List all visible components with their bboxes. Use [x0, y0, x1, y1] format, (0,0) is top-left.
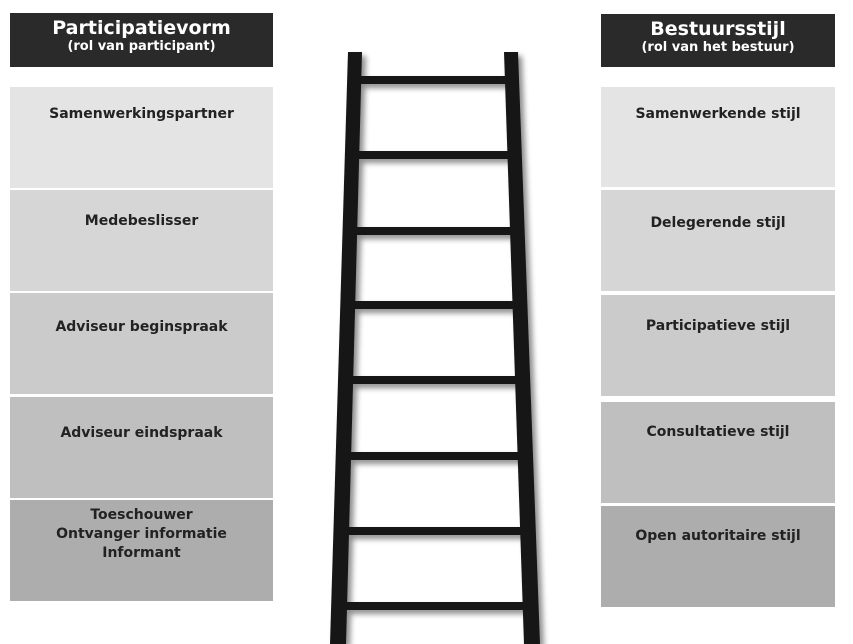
governance-style-box: Samenwerkende stijl — [601, 87, 835, 187]
participation-level-box: Toeschouwer Ontvanger informatie Informa… — [10, 500, 273, 601]
governance-style-box: Open autoritaire stijl — [601, 506, 835, 607]
governance-style-header: Bestuursstijl (rol van het bestuur) — [601, 14, 835, 67]
participation-form-header: Participatievorm (rol van participant) — [10, 13, 273, 67]
box-label: Participatieve stijl — [645, 318, 791, 334]
box-label: Open autoritaire stijl — [635, 528, 801, 544]
box-label: Samenwerkende stijl — [635, 106, 801, 122]
ladder-rung — [348, 452, 520, 460]
ladder-rung — [358, 76, 508, 84]
box-label: Samenwerkingspartner — [49, 106, 234, 122]
participation-level-box: Adviseur beginspraak — [10, 293, 273, 394]
ladder-rung — [356, 151, 512, 159]
ladder-right-rail — [504, 52, 540, 644]
box-label: Adviseur eindspraak — [60, 425, 223, 441]
box-label-line: Informant — [102, 545, 181, 561]
participation-form-subtitle: (rol van participant) — [67, 39, 216, 54]
ladder-rung — [352, 301, 516, 309]
participation-form-title: Participatievorm — [52, 17, 231, 39]
ladder-rung — [350, 376, 518, 384]
box-label: Medebeslisser — [84, 213, 199, 229]
box-label: Delegerende stijl — [650, 215, 786, 231]
governance-style-title: Bestuursstijl — [650, 18, 786, 40]
box-label-line: Ontvanger informatie — [56, 526, 227, 542]
governance-style-box: Consultatieve stijl — [601, 402, 835, 503]
governance-style-box: Participatieve stijl — [601, 295, 835, 396]
ladder-rung — [344, 602, 524, 610]
participation-level-box: Samenwerkingspartner — [10, 87, 273, 188]
ladder-rung — [354, 227, 514, 235]
ladder-rung — [346, 527, 522, 535]
box-label: Adviseur beginspraak — [55, 319, 228, 335]
participation-level-box: Adviseur eindspraak — [10, 397, 273, 498]
ladder-illustration — [330, 52, 540, 644]
governance-style-box: Delegerende stijl — [601, 190, 835, 291]
box-label-line: Toeschouwer — [90, 507, 193, 523]
governance-style-subtitle: (rol van het bestuur) — [641, 40, 795, 55]
participation-level-box: Medebeslisser — [10, 190, 273, 291]
box-label: Consultatieve stijl — [646, 424, 790, 440]
ladder-left-rail — [330, 52, 362, 644]
